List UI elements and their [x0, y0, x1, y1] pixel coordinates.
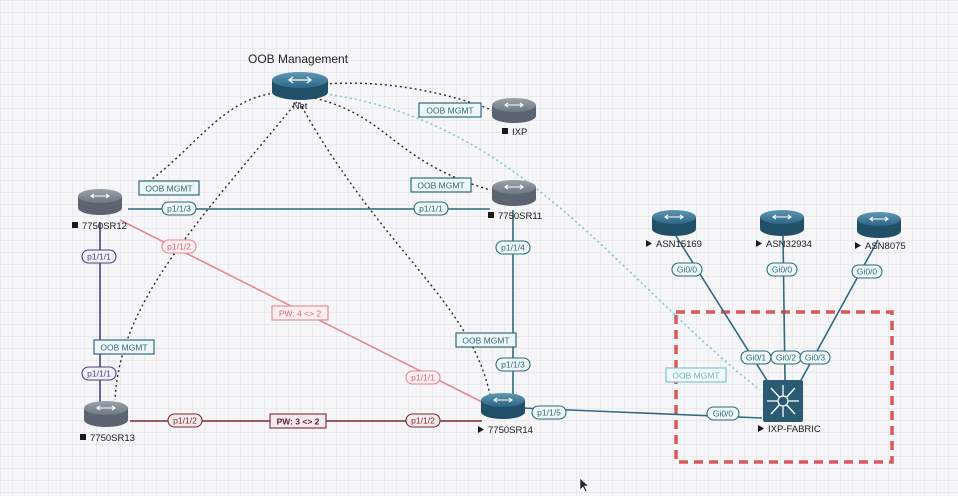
- svg-text:OOB MGMT: OOB MGMT: [672, 371, 719, 381]
- oob-label-sr11: OOB MGMT: [410, 177, 472, 193]
- sr12-square-icon: [72, 222, 78, 228]
- svg-text:OOB MGMT: OOB MGMT: [145, 184, 192, 194]
- router-icon-sr11[interactable]: [492, 180, 536, 206]
- port-label-asn32934-gi00: Gi0/0: [766, 262, 798, 277]
- sr11-square-icon: [488, 212, 494, 218]
- port-label-asn15169-gi00: Gi0/0: [671, 262, 703, 277]
- svg-text:Gi0/0: Gi0/0: [772, 265, 793, 275]
- svg-text:p1/1/3: p1/1/3: [501, 360, 525, 370]
- port-label-sr12-p113: p1/1/3: [161, 201, 197, 216]
- fabric-label: IXP-FABRIC: [768, 424, 821, 435]
- oob-management-title: OOB Management: [248, 52, 349, 66]
- port-label-asn8075-gi00: Gi0/0: [851, 264, 883, 279]
- svg-text:p1/1/4: p1/1/4: [501, 243, 525, 253]
- pw-label-3-2: PW: 3 <> 2: [269, 413, 327, 429]
- oob-label-sr14: OOB MGMT: [455, 332, 517, 348]
- mouse-cursor-icon: [579, 477, 590, 493]
- port-label-sr14-p111: p1/1/1: [405, 370, 441, 385]
- sr13-square-icon: [80, 434, 86, 440]
- svg-text:p1/1/1: p1/1/1: [419, 204, 443, 214]
- oob-label-fabric: OOB MGMT: [665, 367, 727, 383]
- port-label-sr13-p111: p1/1/1: [81, 366, 117, 381]
- sr12-label: 7750SR12: [82, 221, 127, 232]
- router-icon-sr13[interactable]: [84, 401, 128, 427]
- port-label-sr14-p115: p1/1/5: [531, 405, 567, 420]
- fabric-arrow-icon: [758, 425, 764, 432]
- port-label-fabric-gi03: Gi0/3: [799, 350, 831, 365]
- sr13-label: 7750SR13: [90, 433, 135, 444]
- svg-text:Gi0/0: Gi0/0: [677, 265, 698, 275]
- asn32934-label: ASN32934: [766, 239, 812, 250]
- svg-text:OOB MGMT: OOB MGMT: [426, 106, 473, 116]
- port-label-sr11-p111: p1/1/1: [413, 201, 449, 216]
- svg-text:p1/1/3: p1/1/3: [167, 204, 191, 214]
- asn15169-arrow-icon: [646, 240, 652, 247]
- net-label: Net: [293, 101, 308, 112]
- oob-label-sr12: OOB MGMT: [138, 180, 200, 196]
- svg-text:p1/1/2: p1/1/2: [411, 416, 435, 426]
- svg-text:Gi0/0: Gi0/0: [857, 267, 878, 277]
- oob-label-sr13: OOB MGMT: [93, 339, 155, 355]
- router-icon-asn15169[interactable]: [652, 210, 696, 236]
- svg-text:Gi0/0: Gi0/0: [713, 409, 734, 419]
- svg-text:p1/1/1: p1/1/1: [87, 369, 111, 379]
- port-label-sr14-p112: p1/1/2: [405, 413, 441, 428]
- asn15169-label: ASN15169: [656, 239, 702, 250]
- port-label-fabric-gi01: Gi0/1: [740, 350, 772, 365]
- sr14-arrow-icon: [478, 426, 484, 433]
- asn8075-label: ASN8075: [865, 241, 906, 252]
- port-label-fabric-gi02: Gi0/2: [770, 350, 802, 365]
- svg-text:p1/1/2: p1/1/2: [173, 416, 197, 426]
- svg-text:PW: 4 <> 2: PW: 4 <> 2: [279, 309, 322, 319]
- port-label-sr11-p114: p1/1/4: [495, 240, 531, 255]
- svg-text:OOB MGMT: OOB MGMT: [100, 343, 147, 353]
- asn32934-arrow-icon: [756, 240, 762, 247]
- svg-text:p1/1/1: p1/1/1: [411, 373, 435, 383]
- ixp-label: IXP: [512, 127, 527, 138]
- svg-text:Gi0/3: Gi0/3: [805, 353, 826, 363]
- ixp-square-icon: [502, 128, 508, 134]
- oob-link-net-sr14: [296, 97, 491, 396]
- switch-icon-ixp-fabric[interactable]: [763, 380, 803, 422]
- router-icon-asn32934[interactable]: [760, 210, 804, 236]
- router-icon-asn8075[interactable]: [857, 212, 901, 238]
- router-icon-sr12[interactable]: [78, 189, 122, 215]
- oob-label-net-ixp: OOB MGMT: [418, 102, 482, 118]
- router-icon-sr14[interactable]: [481, 393, 525, 419]
- oob-link-net-fabric: [324, 93, 761, 391]
- sr14-label: 7750SR14: [488, 425, 533, 436]
- svg-text:Gi0/2: Gi0/2: [776, 353, 797, 363]
- svg-text:p1/1/1: p1/1/1: [87, 252, 111, 262]
- svg-text:Gi0/1: Gi0/1: [746, 353, 767, 363]
- svg-text:OOB MGMT: OOB MGMT: [417, 181, 464, 191]
- port-label-fabric-gi00: Gi0/0: [706, 406, 740, 421]
- router-icon-net[interactable]: [272, 72, 328, 100]
- svg-text:p1/1/5: p1/1/5: [537, 408, 561, 418]
- svg-text:OOB MGMT: OOB MGMT: [462, 336, 509, 346]
- asn8075-arrow-icon: [855, 242, 861, 249]
- oob-link-net-sr13: [114, 97, 301, 401]
- port-label-sr12-p111: p1/1/1: [81, 249, 117, 264]
- pw-label-4-2: PW: 4 <> 2: [271, 305, 329, 321]
- port-label-sr14-p113: p1/1/3: [495, 357, 531, 372]
- port-label-sr12-p112: p1/1/2: [161, 239, 197, 254]
- svg-text:p1/1/2: p1/1/2: [167, 242, 191, 252]
- router-icon-ixp[interactable]: [492, 98, 536, 123]
- oob-link-net-sr12: [139, 92, 276, 189]
- svg-text:PW: 3 <> 2: PW: 3 <> 2: [277, 417, 320, 427]
- sr11-label: 7750SR11: [498, 211, 542, 222]
- port-label-sr13-p112: p1/1/2: [167, 413, 203, 428]
